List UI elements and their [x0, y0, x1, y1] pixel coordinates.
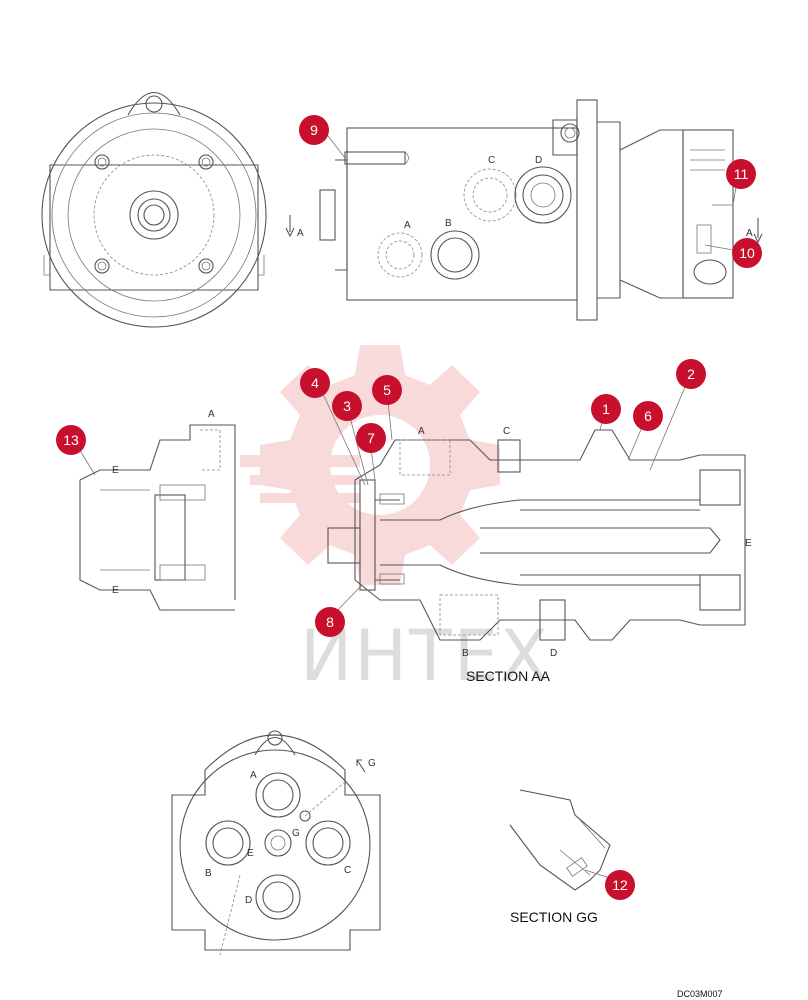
callout-10[interactable]: 10	[732, 238, 762, 268]
section-arrow-label-a-left: A	[297, 228, 304, 239]
svg-text:7: 7	[367, 430, 375, 446]
callout-8[interactable]: 8	[315, 607, 345, 637]
view3-label-a: A	[208, 409, 215, 420]
drawing-code: DC03M007	[677, 989, 723, 999]
callout-4[interactable]: 4	[300, 368, 330, 398]
section-aa-label-d: D	[550, 648, 557, 659]
section-aa-title: SECTION AA	[466, 668, 551, 684]
view3-label-e-top: E	[112, 465, 119, 476]
callout-6[interactable]: 6	[633, 401, 663, 431]
section-arrow-label-a-right: A	[746, 228, 753, 239]
front-end-view	[41, 91, 267, 328]
face-label-a: A	[250, 770, 257, 781]
partial-end-view: A E E	[79, 409, 236, 611]
port-label-c: C	[488, 155, 495, 166]
port-label-d: D	[535, 155, 542, 166]
section-aa-label-e: E	[745, 538, 752, 549]
section-aa-label-c: C	[503, 426, 510, 437]
callout-9[interactable]: 9	[299, 115, 329, 145]
port-label-a: A	[404, 220, 411, 231]
face-label-e: E	[247, 848, 254, 859]
callout-12[interactable]: 12	[605, 870, 635, 900]
svg-text:9: 9	[310, 122, 318, 138]
svg-text:12: 12	[612, 877, 628, 893]
svg-text:2: 2	[687, 366, 695, 382]
svg-text:5: 5	[383, 382, 391, 398]
face-label-b: B	[205, 868, 212, 879]
view3-label-e-bottom: E	[112, 585, 119, 596]
section-gg-view: SECTION GG	[509, 789, 611, 925]
svg-text:3: 3	[343, 398, 351, 414]
svg-text:1: 1	[602, 401, 610, 417]
section-gg-title: SECTION GG	[510, 909, 598, 925]
callout-11[interactable]: 11	[726, 159, 756, 189]
section-aa-view: A C B D E SECTION AA	[327, 426, 752, 684]
side-view: A B C D A A	[285, 99, 763, 321]
port-label-b: B	[445, 218, 452, 229]
section-arrow-label-g: G	[368, 758, 376, 769]
face-label-c: C	[344, 865, 351, 876]
section-aa-label-b: B	[462, 648, 469, 659]
section-aa-label-a: A	[418, 426, 425, 437]
callout-2[interactable]: 2	[676, 359, 706, 389]
callout-1[interactable]: 1	[591, 394, 621, 424]
svg-text:10: 10	[739, 245, 755, 261]
svg-text:6: 6	[644, 408, 652, 424]
svg-text:4: 4	[311, 375, 319, 391]
svg-text:11: 11	[734, 166, 749, 182]
svg-text:8: 8	[326, 614, 334, 630]
callout-3[interactable]: 3	[332, 391, 362, 421]
face-label-d: D	[245, 895, 252, 906]
watermark-logo	[240, 345, 500, 585]
callout-7[interactable]: 7	[356, 423, 386, 453]
callout-13[interactable]: 13	[56, 425, 86, 455]
port-face-view: A B C D E G G	[171, 730, 381, 956]
face-label-g: G	[292, 828, 300, 839]
svg-text:13: 13	[63, 432, 79, 448]
callout-5[interactable]: 5	[372, 375, 402, 405]
